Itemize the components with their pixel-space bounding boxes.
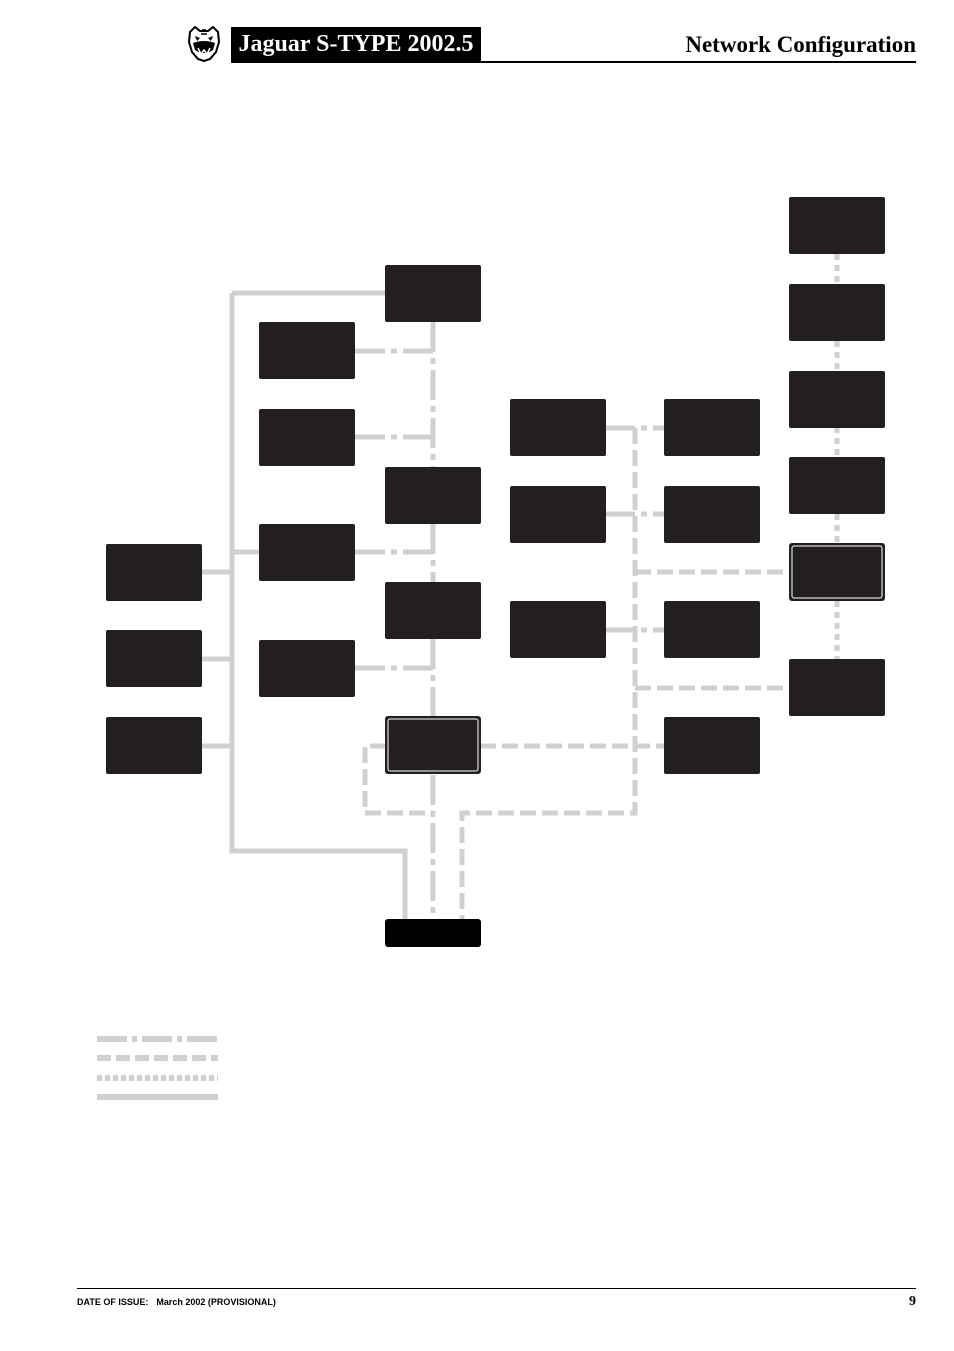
page-number: 9 bbox=[909, 1294, 916, 1309]
module-box bbox=[106, 717, 202, 774]
module-box bbox=[664, 486, 760, 543]
module-box bbox=[106, 630, 202, 687]
module-box bbox=[385, 582, 481, 639]
module-box bbox=[664, 717, 760, 774]
module-box bbox=[259, 409, 355, 466]
jaguar-head-logo-icon bbox=[187, 26, 221, 62]
module-box bbox=[259, 640, 355, 697]
module-box bbox=[106, 544, 202, 601]
module-box bbox=[385, 265, 481, 322]
module-box bbox=[510, 486, 606, 543]
module-box bbox=[664, 399, 760, 456]
module-box bbox=[789, 659, 885, 716]
module-box bbox=[664, 601, 760, 658]
module-box bbox=[510, 601, 606, 658]
header-rule bbox=[231, 61, 916, 63]
line-key bbox=[97, 1036, 218, 1100]
diagnostic-connector bbox=[385, 919, 481, 947]
module-box bbox=[789, 197, 885, 254]
issue-label: DATE OF ISSUE: bbox=[77, 1297, 149, 1307]
issue-value: March 2002 (PROVISIONAL) bbox=[156, 1297, 276, 1307]
module-box bbox=[510, 399, 606, 456]
module-box bbox=[259, 322, 355, 379]
gateway-module-box bbox=[385, 716, 481, 774]
section-title: Network Configuration bbox=[685, 32, 916, 57]
module-box bbox=[385, 467, 481, 524]
module-box bbox=[789, 457, 885, 514]
footer-rule bbox=[77, 1288, 916, 1289]
module-box bbox=[789, 371, 885, 428]
dashed-bus-links bbox=[362, 428, 790, 920]
document-title: Jaguar S-TYPE 2002.5 bbox=[231, 27, 481, 62]
issue-date: DATE OF ISSUE: March 2002 (PROVISIONAL) bbox=[77, 1297, 276, 1307]
gateway-module-box bbox=[789, 543, 885, 601]
module-box bbox=[789, 284, 885, 341]
solid-bus-links bbox=[201, 290, 408, 920]
module-box bbox=[259, 524, 355, 581]
